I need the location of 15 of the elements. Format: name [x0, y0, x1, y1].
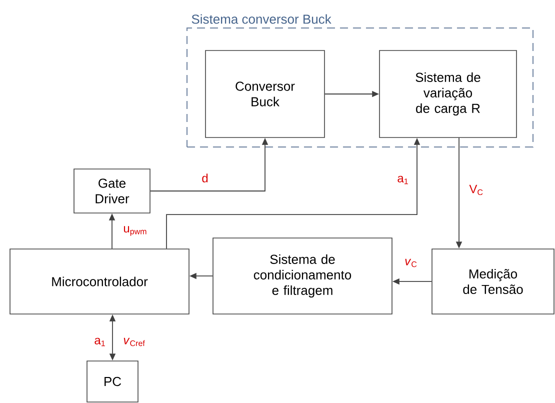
edge-label: a$_{1}$ — [398, 176, 408, 184]
edge-label: v$_{C}$ — [405, 258, 417, 268]
edge-label: u$_{pwm}$ — [124, 226, 146, 236]
edge-label: d — [202, 174, 208, 182]
edge-label: v$_{Cref}$ — [124, 338, 145, 346]
group-title: Sistema conversor Buck — [192, 14, 332, 24]
process-box: Conversor Buck — [205, 50, 325, 138]
process-box: Medição de Tensão — [432, 248, 554, 314]
process-box: Sistema de condicionamento e filtragem — [212, 238, 392, 314]
signal-label: a$_{1}$ — [94, 338, 105, 346]
process-box: PC — [86, 360, 138, 402]
process-box: Microcontrolador — [10, 248, 190, 314]
process-box: Gate Driver — [74, 168, 150, 214]
edge-label: V$_{C}$ — [469, 184, 483, 196]
process-box: Sistema de variação de carga R — [379, 50, 517, 138]
